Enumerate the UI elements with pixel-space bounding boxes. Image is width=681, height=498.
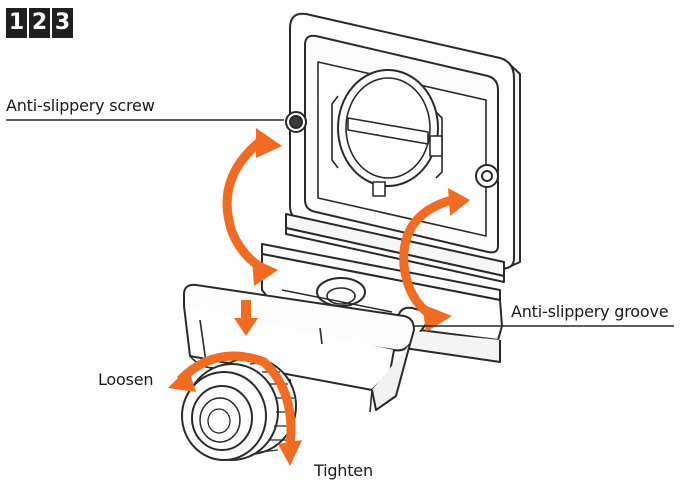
step-1: 1 — [6, 8, 27, 38]
anti-slippery-screw — [285, 111, 307, 133]
leader-lines — [6, 119, 674, 327]
knob-rotation-arrow — [176, 351, 296, 447]
right-plate-screw — [475, 164, 499, 188]
orange-arrows — [176, 136, 454, 447]
right-rotation-arrow — [399, 195, 454, 320]
upright-plate — [289, 12, 521, 271]
tightening-knob — [181, 357, 297, 461]
label-anti-slippery-groove: Anti-slippery groove — [511, 302, 669, 321]
step-3: 3 — [52, 8, 73, 38]
step-2: 2 — [29, 8, 50, 38]
arrow-heads — [168, 128, 470, 466]
step-indicator: 1 2 3 — [6, 8, 73, 38]
label-loosen: Loosen — [98, 370, 154, 389]
label-tighten: Tighten — [314, 461, 373, 480]
label-anti-slippery-screw: Anti-slippery screw — [6, 96, 155, 115]
left-rotation-arrow — [222, 136, 265, 272]
push-down-arrow — [241, 300, 251, 318]
